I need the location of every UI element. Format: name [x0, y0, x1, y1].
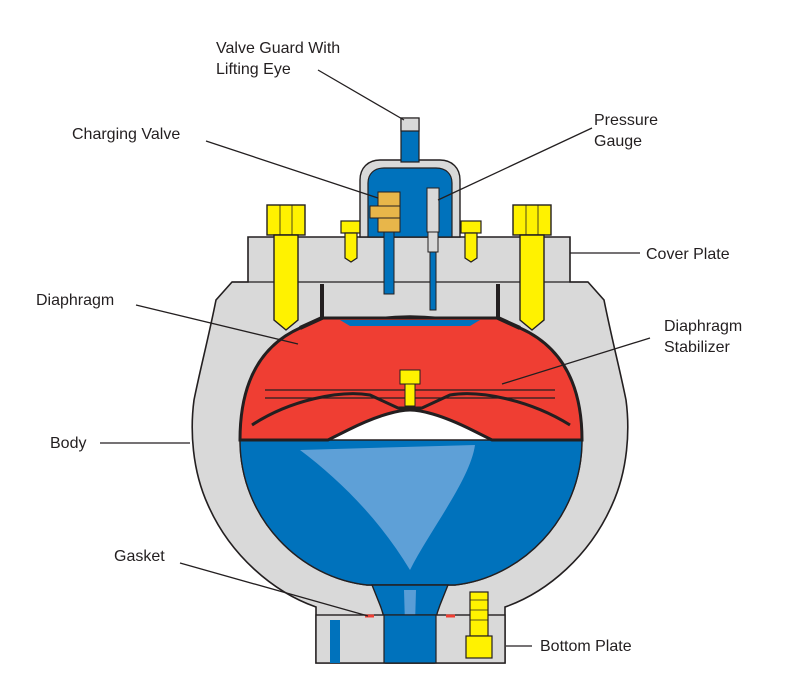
diaphragm-top-blue — [340, 320, 480, 326]
valve-guard-label-line1: Valve Guard With — [216, 40, 341, 57]
pressure-gauge-label-line1: Pressure — [594, 112, 659, 129]
small-bolt-right-icon — [460, 220, 482, 263]
pressure-gauge-label-line2: Gauge — [594, 133, 643, 150]
pressure-gauge-label: Pressure Gauge — [594, 110, 658, 152]
right-seal-rim — [496, 284, 521, 330]
body-label: Body — [50, 435, 87, 452]
left-large-bolt-icon — [266, 204, 306, 331]
valve-guard-label-line2: Lifting Eye — [216, 61, 291, 78]
diaphragm-stabilizer-label-line2: Stabilizer — [664, 339, 730, 356]
lifting-eye-cap — [400, 117, 420, 132]
left-seal-rim — [299, 284, 324, 330]
pressure-gauge-icon — [426, 187, 440, 311]
charging-valve-label: Charging Valve — [72, 126, 181, 143]
bottom-plate-bolt-icon — [465, 591, 493, 659]
charging-valve-icon — [369, 191, 401, 295]
valve-guard-label: Valve Guard With Lifting Eye — [216, 38, 340, 80]
diaphragm-label: Diaphragm — [36, 292, 115, 309]
bottom-plate-bore — [383, 614, 437, 664]
diaphragm-stabilizer-label: Diaphragm Stabilizer — [664, 316, 742, 358]
right-large-bolt-icon — [512, 204, 552, 331]
leader-lines — [100, 69, 651, 647]
bottom-plate-drain — [330, 620, 340, 663]
bottom-plate-label: Bottom Plate — [540, 638, 632, 655]
water-highlight — [300, 445, 475, 570]
diaphragm-stabilizer-label-line1: Diaphragm — [664, 318, 743, 335]
small-bolt-left-icon — [340, 220, 362, 263]
gasket-label: Gasket — [114, 548, 165, 565]
cover-plate-label: Cover Plate — [646, 246, 730, 263]
stabilizer-bolt-icon — [399, 369, 421, 407]
diaphragm-stabilizer — [251, 392, 571, 427]
